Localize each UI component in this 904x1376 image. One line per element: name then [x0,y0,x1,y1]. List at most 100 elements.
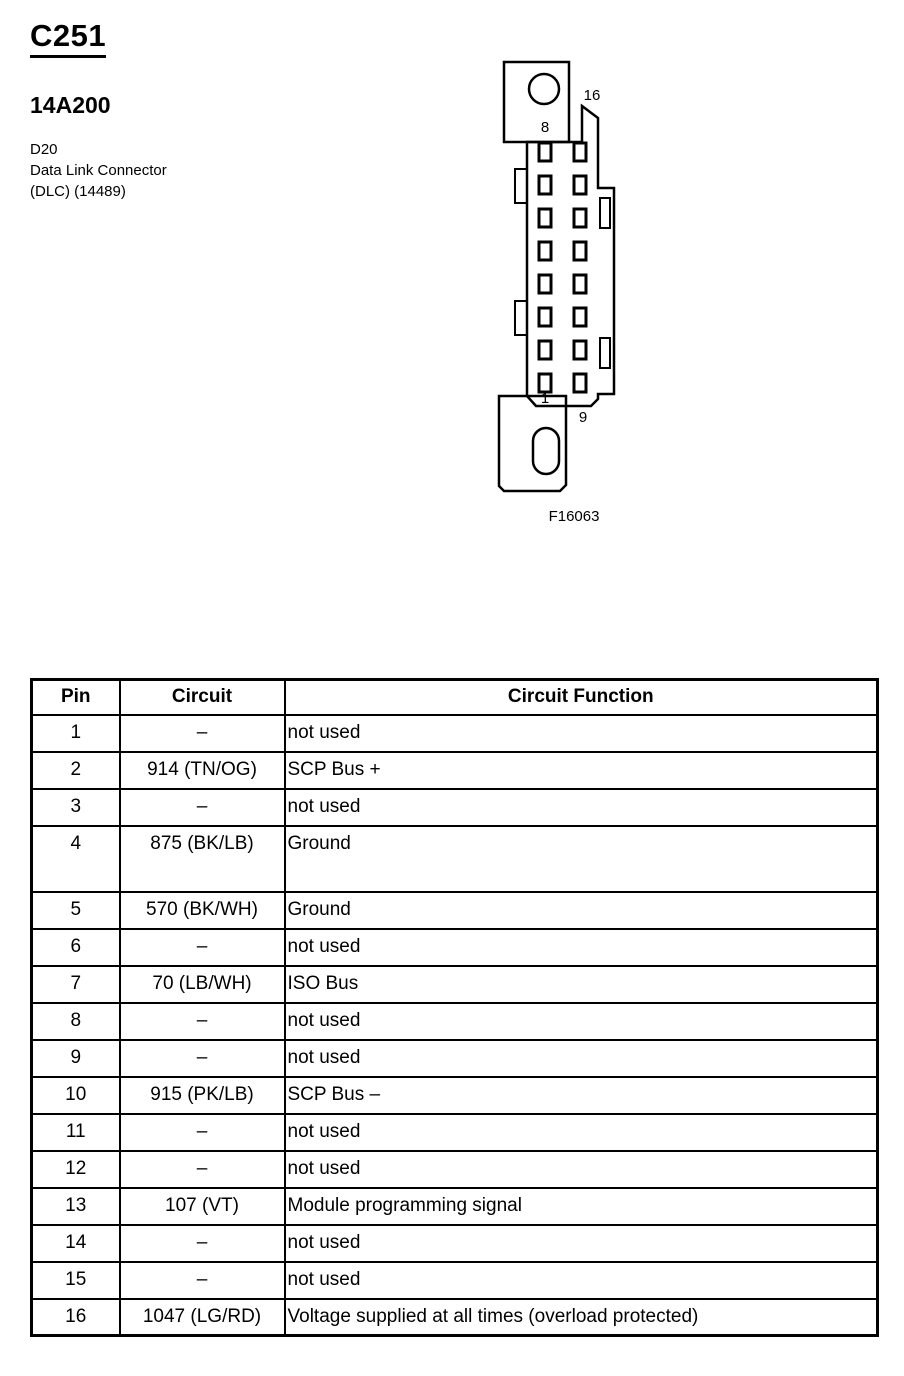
header-block: C251 14A200 D20 Data Link Connector (DLC… [30,18,167,202]
col-header-pin: Pin [30,678,121,716]
col-header-circuit: Circuit [118,678,286,716]
circuit-cell: – [118,1260,286,1300]
pin-contact [537,240,553,262]
pin-cell: 6 [30,927,121,967]
table-row: 3–not used [30,787,879,827]
circuit-function-cell: not used [283,787,879,827]
circuit-function-cell: not used [283,1149,879,1189]
col-header-circuit-function: Circuit Function [283,678,879,716]
pin-contact [572,273,588,295]
circuit-function-cell: Voltage supplied at all times (overload … [283,1297,879,1337]
circuit-cell: – [118,1001,286,1041]
right-latch-detail [599,197,611,229]
circuit-function-cell: not used [283,1038,879,1078]
pin-contact [537,339,553,361]
pin-cell: 13 [30,1186,121,1226]
circuit-function-cell: Module programming signal [283,1186,879,1226]
left-latch-detail [514,168,528,204]
pin-label-16: 16 [584,87,601,104]
connector-body-outline [525,103,616,408]
bottom-mounting-tab [497,394,568,493]
circuit-cell: – [118,1038,286,1078]
left-latch-detail [514,300,528,336]
connector-drawing: 8 16 1 9 [497,60,616,493]
circuit-function-cell: SCP Bus + [283,750,879,790]
pin-cell: 12 [30,1149,121,1189]
table-row: 8–not used [30,1001,879,1041]
circuit-cell: – [118,927,286,967]
pin-contact [572,174,588,196]
pin-contact [537,207,553,229]
pin-contact [537,306,553,328]
circuit-function-cell: not used [283,1001,879,1041]
pin-contact [537,174,553,196]
pin-cell: 16 [30,1297,121,1337]
circuit-cell: 914 (TN/OG) [118,750,286,790]
circuit-cell: – [118,787,286,827]
pin-contact [572,372,588,394]
pin-cell: 14 [30,1223,121,1263]
pin-contact [572,339,588,361]
pin-cell: 3 [30,787,121,827]
pin-cell: 7 [30,964,121,1004]
circuit-function-cell: not used [283,713,879,753]
circuit-function-cell: not used [283,1223,879,1263]
circuit-cell: – [118,1112,286,1152]
circuit-cell: 1047 (LG/RD) [118,1297,286,1337]
circuit-cell: 915 (PK/LB) [118,1075,286,1115]
pin-label-8: 8 [541,119,549,136]
circuit-cell: 875 (BK/LB) [118,824,286,893]
circuit-cell: 107 (VT) [118,1186,286,1226]
pin-cell: 8 [30,1001,121,1041]
pin-contact [537,141,553,163]
connector-diagram: 8 16 1 9 F16063 [492,56,656,525]
circuit-function-cell: not used [283,927,879,967]
circuit-function-cell: Ground [283,824,879,893]
table-row: 11–not used [30,1112,879,1152]
pin-cell: 10 [30,1075,121,1115]
pin-cell: 1 [30,713,121,753]
circuit-cell: – [118,1223,286,1263]
part-number: 14A200 [30,92,111,118]
figure-caption: F16063 [548,508,600,525]
bottom-mounting-hole [531,426,561,476]
header-row: Pin Circuit Circuit Function [30,678,879,716]
circuit-function-cell: not used [283,1112,879,1152]
connector-id-title: C251 [30,18,107,58]
component-info-line: D20 [30,141,58,158]
pin-contact [572,141,588,163]
circuit-function-cell: ISO Bus [283,964,879,1004]
circuit-cell: – [118,713,286,753]
table-row: 6–not used [30,927,879,967]
pin-cell: 11 [30,1112,121,1152]
circuit-function-cell: Ground [283,890,879,930]
pin-cell: 5 [30,890,121,930]
pin-contact [572,306,588,328]
right-latch-detail [599,337,611,369]
pin-cell: 2 [30,750,121,790]
pin-contact [572,207,588,229]
table-row: 14–not used [30,1223,879,1263]
pinout-table-head: Pin Circuit Circuit Function [30,678,879,716]
pin-cell: 9 [30,1038,121,1078]
pin-cell: 4 [30,824,121,893]
component-info-line: (DLC) (14489) [30,183,126,200]
top-mounting-hole [527,72,561,106]
pin-label-9: 9 [579,409,587,426]
circuit-function-cell: not used [283,1260,879,1300]
pin-contact [572,240,588,262]
table-row: 12–not used [30,1149,879,1189]
component-info-line: Data Link Connector [30,162,167,179]
pin-label-1: 1 [541,390,549,407]
pin-contact [537,273,553,295]
